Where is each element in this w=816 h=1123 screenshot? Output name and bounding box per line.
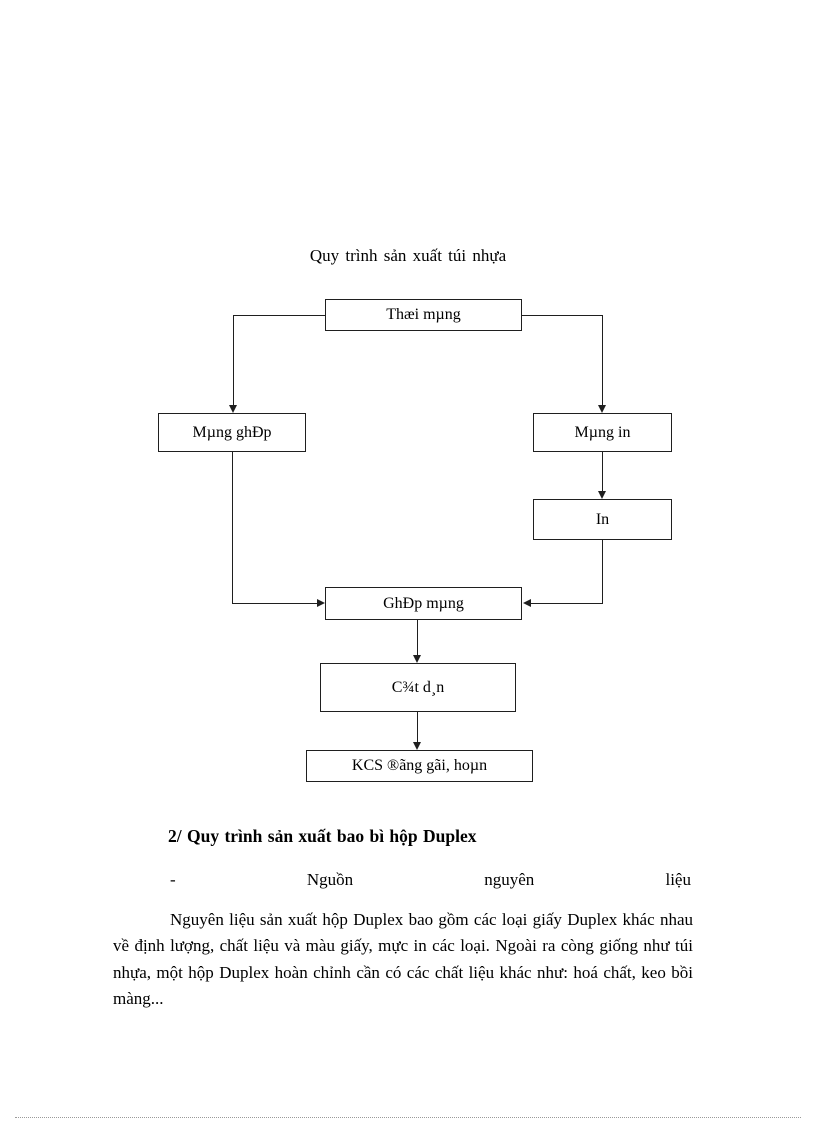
connector-cat-dan-to-kcs (417, 712, 418, 742)
flowchart-box-mang-ghep: Mµng ghÐp (158, 413, 306, 452)
connector-thoi-mang-to-mang-in-horizontal (522, 315, 602, 316)
connector-mang-in-to-in (602, 452, 603, 491)
body-paragraph: Nguyên liệu sản xuất hộp Duplex bao gồm … (113, 910, 693, 1009)
connector-in-to-ghep-mang-vertical (602, 540, 603, 604)
flowchart-box-thoi-mang: Thæi mµng (325, 299, 522, 331)
flowchart-box-ghep-mang: GhÐp mµng (325, 587, 522, 620)
connector-thoi-mang-to-mang-in-vertical (602, 315, 603, 405)
connector-thoi-mang-to-mang-ghep-horizontal (233, 315, 325, 316)
page-bottom-dotted-rule (15, 1117, 801, 1118)
flowchart-box-label: In (595, 510, 610, 528)
connector-thoi-mang-to-mang-ghep-vertical (233, 315, 234, 405)
flowchart-box-kcs: KCS ®ãng gãi, hoµn (306, 750, 533, 782)
arrowhead-into-ghep-mang-left (317, 599, 325, 607)
document-title: Quy trình sản xuất túi nhựa (309, 246, 507, 265)
flowchart-box-cat-dan: C¾t d¸n (320, 663, 516, 712)
arrowhead-into-cat-dan (413, 655, 421, 663)
bullet-word: liệu (665, 870, 691, 889)
connector-in-to-ghep-mang-horizontal (531, 603, 603, 604)
connector-mang-ghep-to-ghep-mang-vertical (232, 452, 233, 604)
arrowhead-into-kcs (413, 742, 421, 750)
arrowhead-into-mang-in (598, 405, 606, 413)
section-heading: 2/ Quy trình sản xuất bao bì hộp Duplex (168, 826, 477, 846)
arrowhead-into-in (598, 491, 606, 499)
arrowhead-into-mang-ghep (229, 405, 237, 413)
arrowhead-into-ghep-mang-right (523, 599, 531, 607)
bullet-word: nguyên (484, 870, 535, 889)
flowchart-box-label: Mµng in (574, 423, 631, 441)
bullet-line-nguon-nguyen-lieu: - Nguồn nguyên liệu (170, 870, 691, 890)
connector-ghep-mang-to-cat-dan (417, 620, 418, 655)
flowchart-box-label: KCS ®ãng gãi, hoµn (351, 757, 488, 774)
flowchart-box-mang-in: Mµng in (533, 413, 672, 452)
bullet-dash: - (170, 870, 176, 889)
connector-mang-ghep-to-ghep-mang-horizontal (232, 603, 317, 604)
flowchart-box-label: C¾t d¸n (391, 678, 445, 696)
flowchart-box-label: GhÐp mµng (383, 594, 464, 612)
flowchart-box-label: Thæi mµng (386, 306, 461, 323)
flowchart-box-in: In (533, 499, 672, 540)
flowchart-box-label: Mµng ghÐp (192, 423, 272, 441)
bullet-word: Nguồn (306, 870, 354, 889)
